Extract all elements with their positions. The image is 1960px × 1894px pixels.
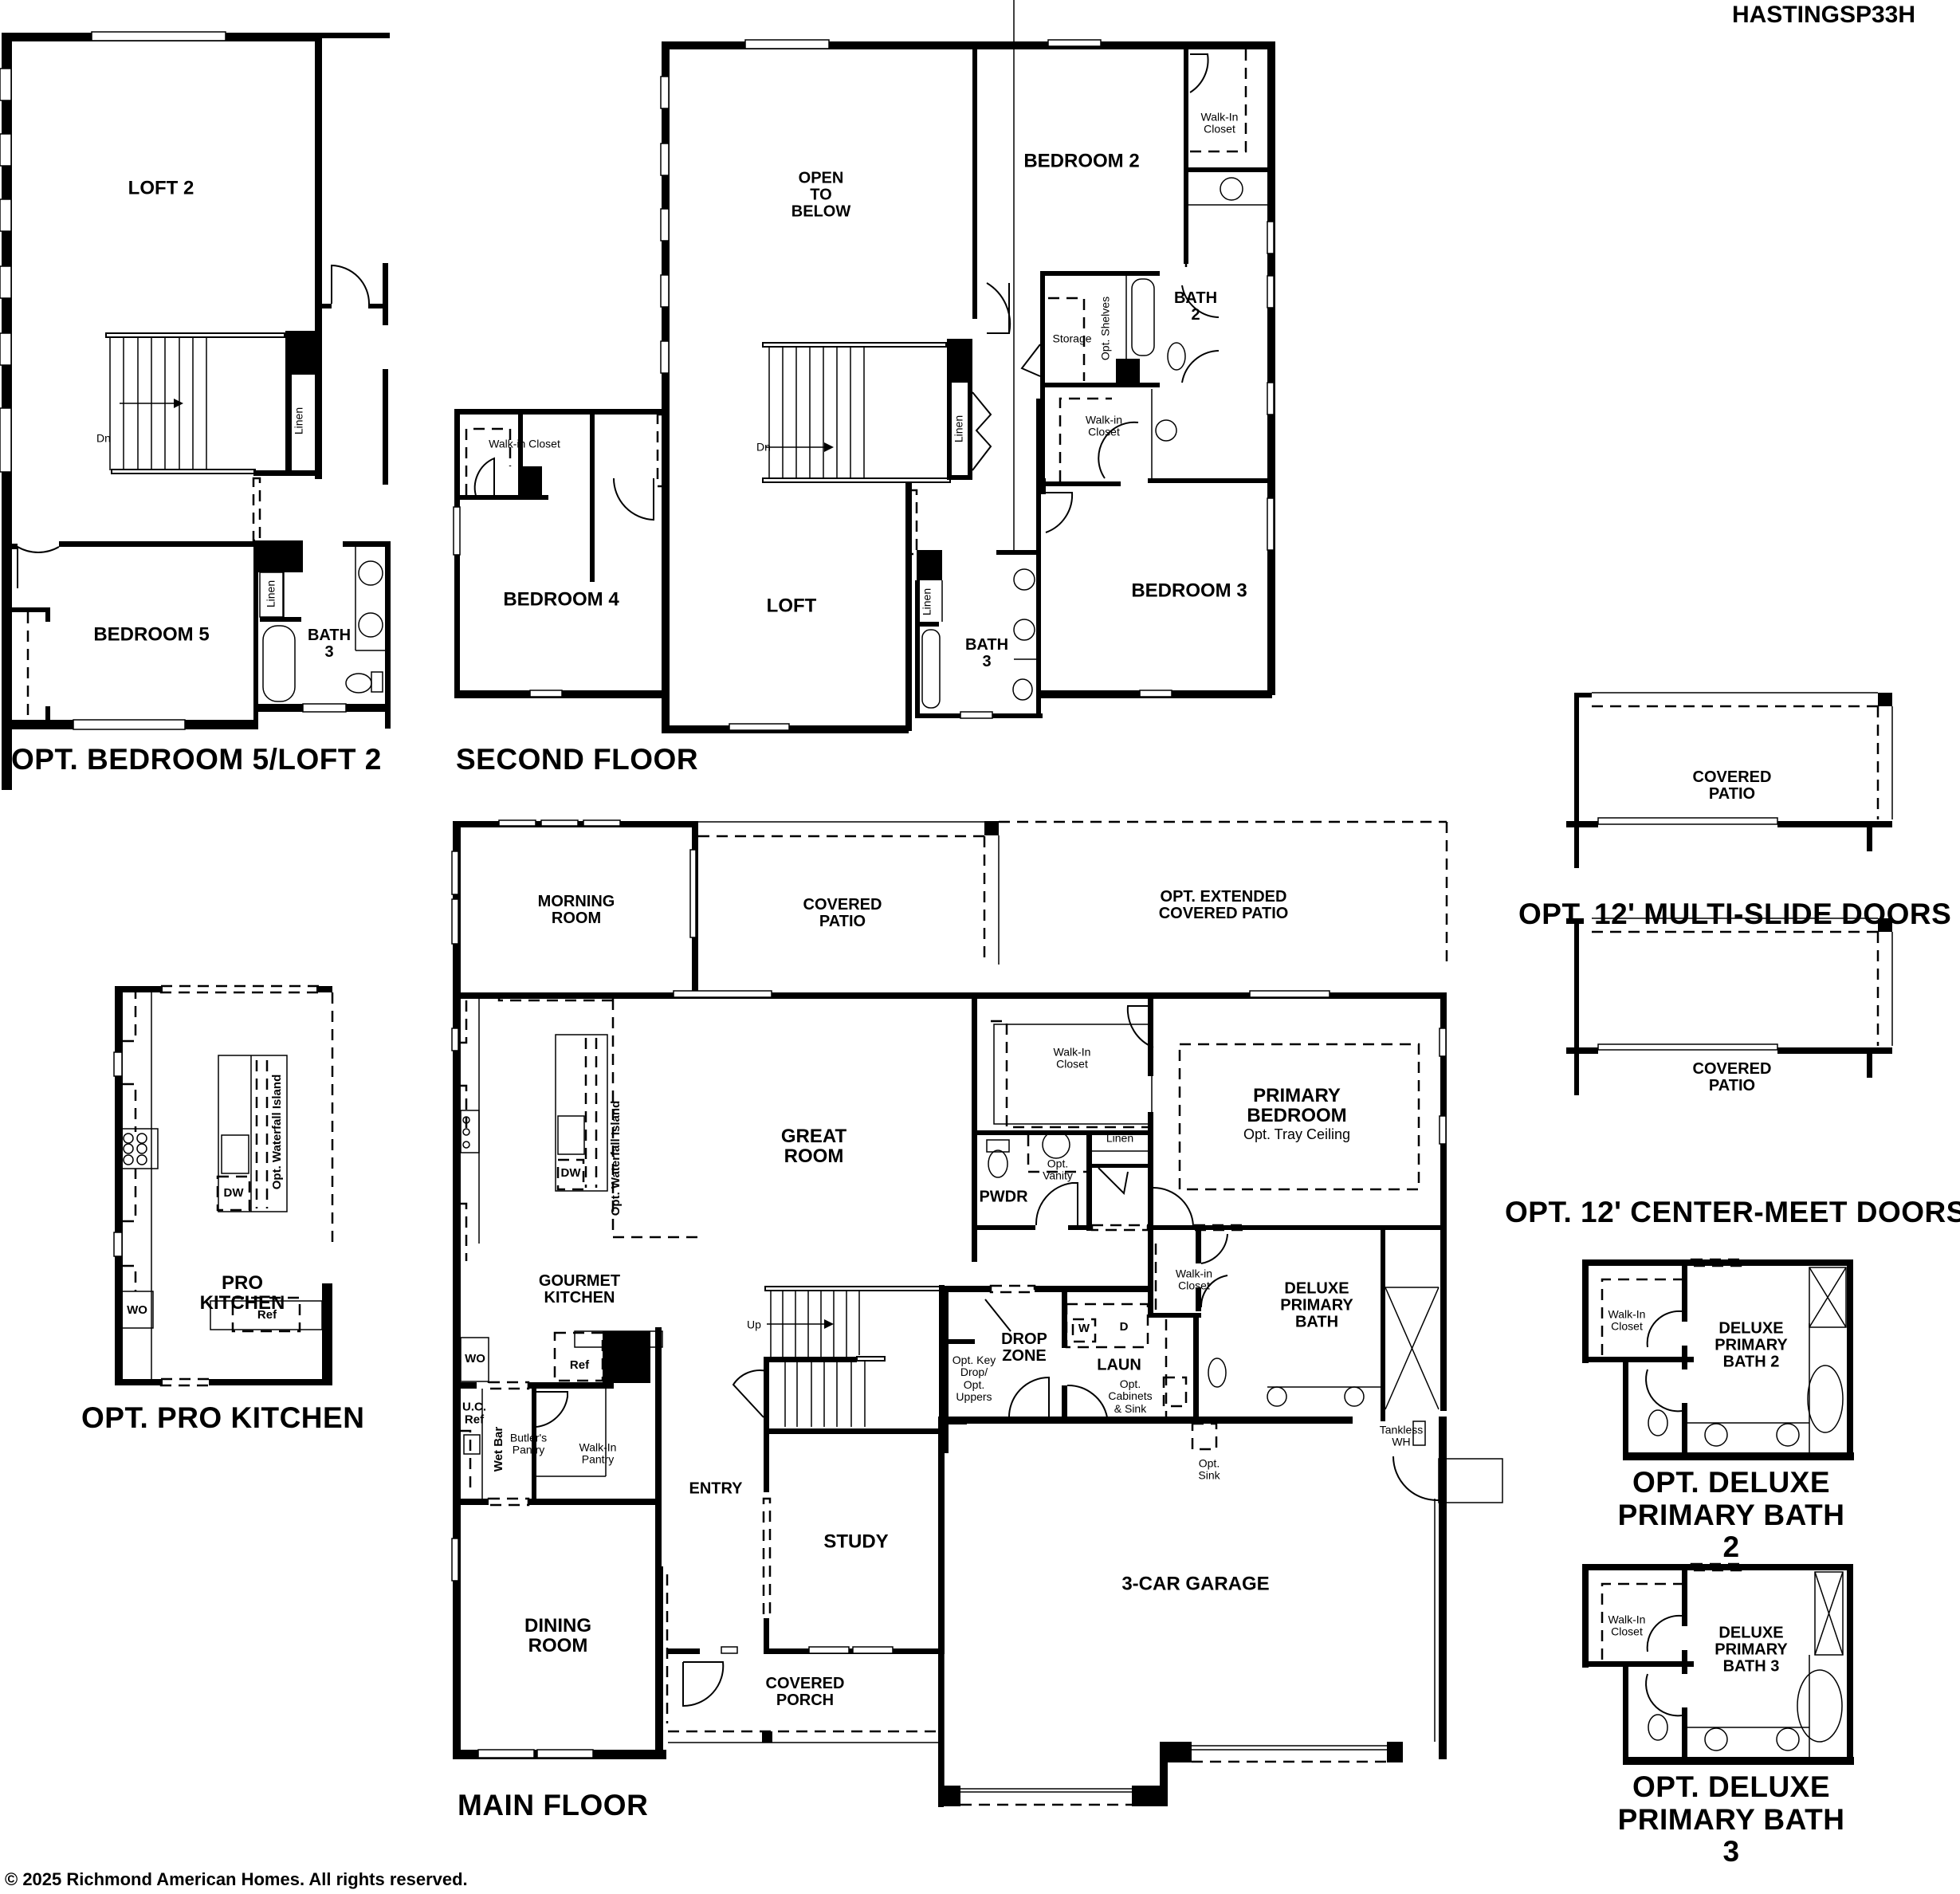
room-label-storage: Storage [1052,332,1092,345]
waterfall-island-label: Opt. Waterfall Island [609,1100,623,1216]
room-label-study: STUDY [823,1531,889,1553]
room-label-dining-room: DINING ROOM [524,1614,591,1656]
washer-label: W [1078,1322,1090,1336]
linen-label: Linen [292,407,305,435]
room-label-bedroom2: BEDROOM 2 [1023,150,1140,172]
linen-label: Linen [264,580,277,608]
opt-sink-label: Opt. Sink [1198,1456,1220,1482]
opt-pro-kitchen-walls [113,984,334,1387]
tankless-water-heater-label: Tankless WH [1379,1423,1424,1448]
room-label-primary-closet: Walk-In Closet [1053,1045,1091,1071]
second-floor-walls [453,0,1275,733]
room-label-opt-shelves: Opt. Shelves [1098,296,1112,361]
room-label-bath3: BATH 3 [307,627,352,661]
opt-deluxe-bath3-walls [1582,1562,1854,1765]
section-title-second-floor: SECOND FLOOR [456,743,699,776]
section-title-opt-deluxe-bath2: OPT. DELUXE PRIMARY BATH 2 [1617,1466,1845,1564]
stairs-up-label: Up [747,1318,761,1331]
room-label-open-to-below: OPEN TO BELOW [791,169,851,221]
room-label-bedroom5: BEDROOM 5 [93,623,210,646]
room-label-bedroom3-closet: Walk-in Closet [1085,413,1123,438]
section-title-opt-multi-slide: OPT. 12' MULTI-SLIDE DOORS [1518,898,1952,930]
main-floor-walls [451,819,1503,1807]
linen-label: Linen [1106,1131,1134,1145]
dryer-label: D [1119,1320,1129,1334]
opt-patio-door-walls [1566,692,1893,1095]
room-label-walkin-pantry: Walk-In Pantry [579,1440,617,1466]
stairs-down-label: Dn [96,431,111,445]
room-label-bedroom4-closet: Walk-in Closet [489,437,560,450]
room-label-bedroom2-closet: Walk-In Closet [1200,110,1239,136]
section-title-opt-center-meet: OPT. 12' CENTER-MEET DOORS [1505,1196,1960,1228]
room-label-bath3: BATH 3 [964,636,1009,670]
section-title-main-floor: MAIN FLOOR [458,1789,649,1821]
waterfall-island-label: Opt. Waterfall Island [270,1074,285,1190]
room-label-bedroom3: BEDROOM 3 [1131,580,1247,602]
room-label-gourmet-kitchen: GOURMET KITCHEN [538,1272,621,1307]
room-label-bedroom4: BEDROOM 4 [503,588,619,611]
tray-ceiling-label: Opt. Tray Ceiling [1243,1126,1351,1143]
room-label-laundry: LAUN [1097,1356,1141,1374]
room-label-deluxe-bath3: DELUXE PRIMARY BATH 3 [1715,1624,1788,1676]
room-label-deluxe-bath2: DELUXE PRIMARY BATH 2 [1715,1319,1788,1371]
room-label-covered-patio: COVERED PATIO [1692,768,1772,803]
dishwasher-label: DW [560,1166,581,1181]
linen-label: Linen [920,587,933,616]
copyright-notice: © 2025 Richmond American Homes. All righ… [5,1869,468,1889]
room-label-bath2: BATH 2 [1173,289,1218,324]
room-label-butlers-pantry: Butler's Pantry [509,1431,548,1456]
room-label-entry: ENTRY [689,1479,743,1498]
room-label-pro-kitchen: PRO KITCHEN [199,1271,285,1314]
room-label-bath-closet: Walk-in Closet [1175,1267,1213,1292]
opt-key-drop-label: Opt. Key Drop/ Opt. Uppers [952,1354,996,1404]
room-label-opt-extended-patio: OPT. EXTENDED COVERED PATIO [1158,888,1289,922]
room-label-closet: Walk-In Closet [1608,1613,1646,1638]
section-title-opt-pro-kitchen: OPT. PRO KITCHEN [81,1401,365,1434]
refrigerator-label: Ref [569,1358,590,1373]
wall-oven-label: WO [465,1352,485,1366]
stairs-down-label: Dn [756,440,771,454]
opt-cabinets-sink-label: Opt. Cabinets & Sink [1108,1377,1153,1415]
room-label-pwdr: PWDR [979,1188,1028,1206]
room-label-morning-room: MORNING ROOM [537,893,615,927]
wet-bar-label: Wet Bar [492,1426,506,1472]
room-label-loft2: LOFT 2 [128,177,194,199]
room-label-primary-bedroom: PRIMARY BEDROOM [1247,1084,1347,1126]
room-label-covered-porch: COVERED PORCH [765,1675,845,1709]
refrigerator-label: Ref [257,1308,277,1322]
room-label-3car-garage: 3-CAR GARAGE [1121,1573,1270,1595]
room-label-covered-patio: COVERED PATIO [1692,1060,1772,1094]
linen-label: Linen [952,415,965,443]
wall-oven-label: WO [127,1303,147,1318]
opt-deluxe-bath2-walls [1582,1258,1854,1460]
room-label-deluxe-primary-bath: DELUXE PRIMARY BATH [1280,1279,1353,1331]
undercounter-ref-label: U.C. Ref [462,1400,486,1426]
room-label-drop-zone: DROP ZONE [1001,1330,1047,1365]
plan-code: HASTINGSP33H [1731,2,1915,28]
dishwasher-label: DW [223,1186,244,1200]
section-title-opt-bedroom5: OPT. BEDROOM 5/LOFT 2 [11,743,382,776]
room-label-covered-patio: COVERED PATIO [803,896,882,930]
opt-vanity-label: Opt. Vanity [1043,1157,1073,1182]
room-label-loft: LOFT [766,595,817,617]
section-title-opt-deluxe-bath3: OPT. DELUXE PRIMARY BATH 3 [1617,1770,1845,1868]
opt-bedroom5-loft2-walls [0,31,391,790]
room-label-great-room: GREAT ROOM [780,1125,847,1167]
room-label-closet: Walk-In Closet [1608,1307,1646,1333]
